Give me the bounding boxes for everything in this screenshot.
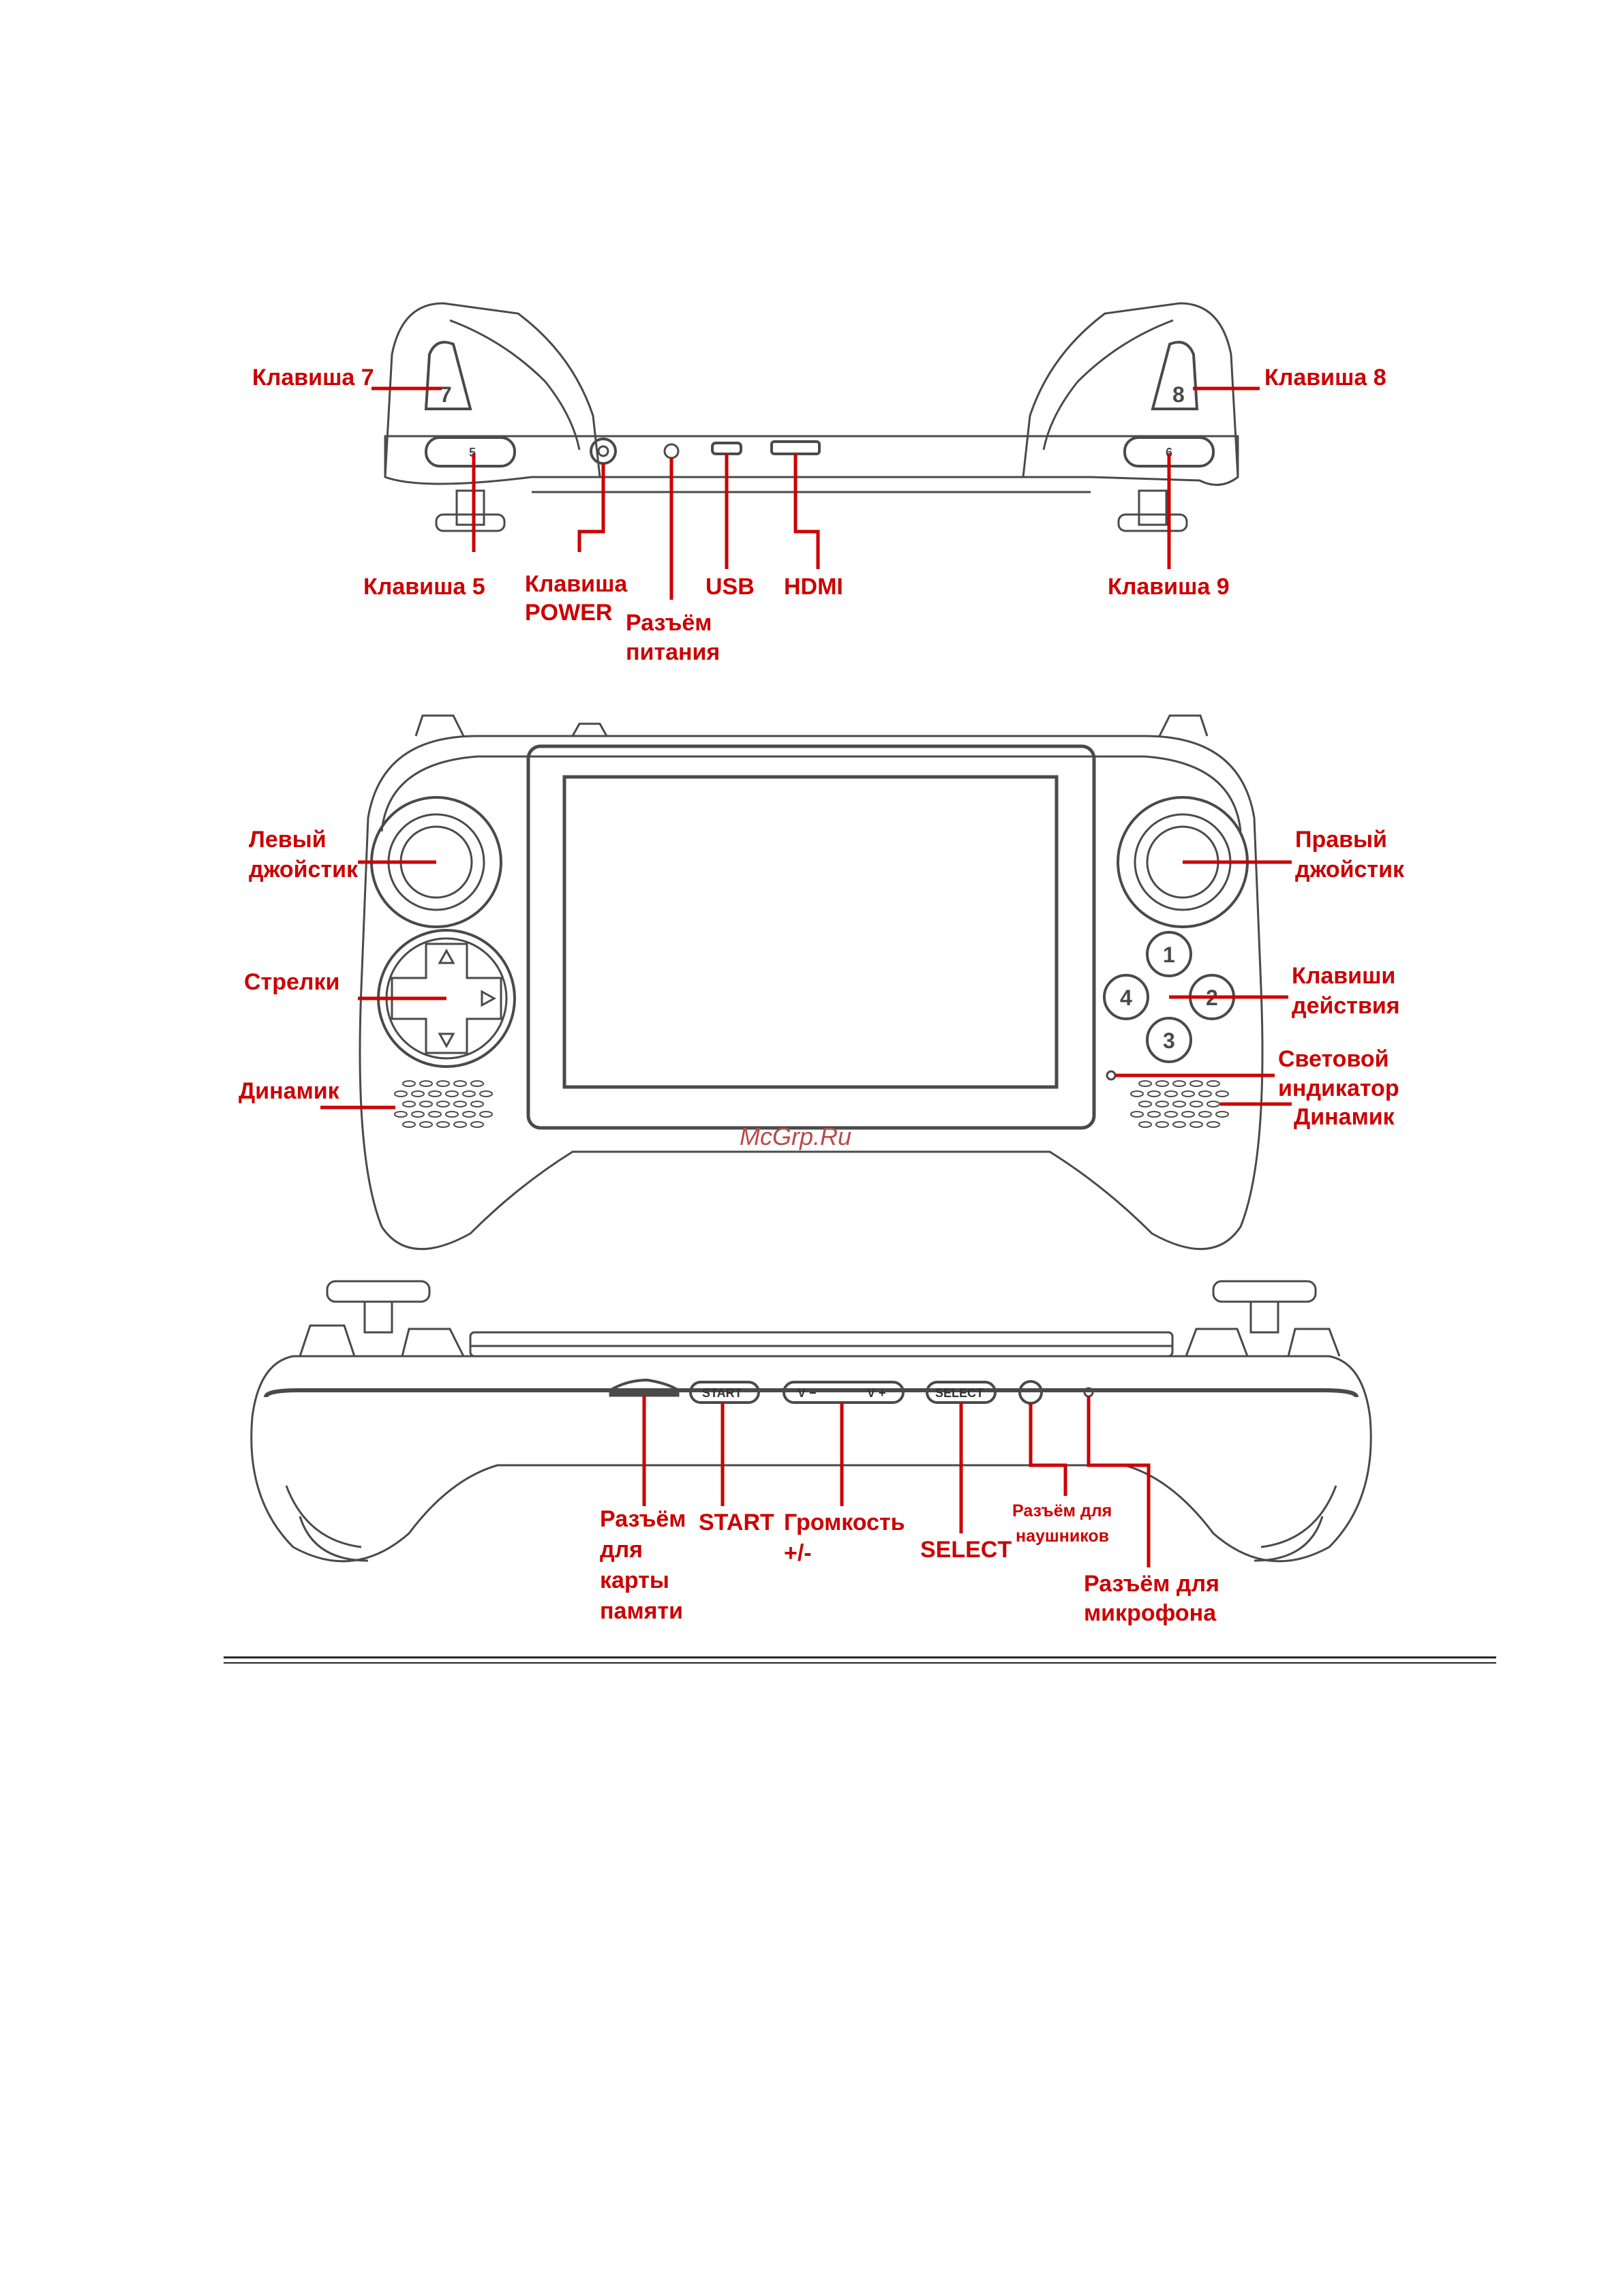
action-button-3 bbox=[1146, 1017, 1192, 1063]
trigger-8 bbox=[1151, 341, 1199, 410]
front-leaders bbox=[320, 860, 1292, 1109]
label-speaker-left: Динамик bbox=[239, 1078, 340, 1104]
speaker-grill-left bbox=[394, 1080, 493, 1128]
card-slot bbox=[609, 1378, 680, 1392]
select-button-text: SELECT bbox=[935, 1386, 984, 1400]
label-charge-2: питания bbox=[626, 639, 720, 665]
hdmi-port bbox=[770, 440, 821, 455]
charge-port bbox=[663, 443, 680, 459]
label-card-1: Разъём bbox=[600, 1506, 686, 1532]
led-indicator bbox=[1106, 1070, 1117, 1081]
bottom-top-plate bbox=[469, 1331, 1174, 1358]
label-start: START bbox=[699, 1510, 774, 1535]
label-volume-1: Громкость bbox=[784, 1510, 905, 1535]
label-card-2: для bbox=[600, 1537, 643, 1563]
usb-port bbox=[711, 442, 742, 455]
label-right-stick-1: Правый bbox=[1295, 827, 1387, 853]
label-key7: Клавиша 7 bbox=[252, 365, 374, 391]
label-headphones-2: наушников bbox=[1016, 1527, 1109, 1546]
screen-bezel bbox=[526, 744, 1096, 1130]
top-leaders bbox=[371, 386, 1260, 600]
label-right-stick-2: джойстик bbox=[1295, 857, 1405, 883]
label-charge-1: Разъём bbox=[626, 610, 712, 636]
bottom-right-stick bbox=[1185, 1280, 1341, 1357]
label-mic-1: Разъём для bbox=[1084, 1571, 1219, 1597]
bottom-left-stick bbox=[299, 1280, 465, 1357]
action-num-1: 1 bbox=[1163, 943, 1175, 967]
dpad-arrows bbox=[438, 948, 497, 1049]
label-led-1: Световой bbox=[1278, 1046, 1389, 1072]
top-body bbox=[384, 435, 1239, 486]
mark-6: 6 bbox=[1166, 446, 1172, 459]
label-select: SELECT bbox=[920, 1537, 1012, 1563]
label-arrows: Стрелки bbox=[244, 969, 339, 995]
start-button-text: START bbox=[702, 1386, 742, 1400]
label-key8: Клавиша 8 bbox=[1264, 365, 1386, 391]
label-key9: Клавиша 9 bbox=[1108, 574, 1230, 600]
trigger-7 bbox=[424, 341, 472, 410]
bottom-leaders bbox=[642, 1396, 1151, 1567]
top-view bbox=[384, 302, 1239, 532]
label-volume-2: +/- bbox=[784, 1540, 812, 1566]
label-hdmi: HDMI bbox=[784, 574, 843, 600]
label-left-stick-1: Левый bbox=[249, 827, 327, 853]
action-button-4 bbox=[1103, 974, 1149, 1020]
right-stick-side bbox=[1117, 489, 1188, 532]
vol-minus-text: V − bbox=[798, 1386, 817, 1400]
power-button bbox=[590, 438, 617, 465]
label-card-3: карты bbox=[600, 1567, 669, 1593]
label-power-1: Клавиша bbox=[525, 571, 628, 597]
vol-plus-text: V + bbox=[867, 1386, 886, 1400]
label-key5: Клавиша 5 bbox=[363, 574, 485, 600]
speaker-grill-right bbox=[1130, 1080, 1229, 1128]
label-left-stick-2: джойстик bbox=[249, 857, 359, 883]
mark-7: 7 bbox=[440, 382, 452, 407]
left-shoulder bbox=[384, 302, 601, 478]
left-stick-side bbox=[435, 489, 506, 532]
action-num-3: 3 bbox=[1163, 1028, 1175, 1053]
label-power-2: POWER bbox=[525, 600, 612, 626]
bumper-5 bbox=[425, 436, 516, 468]
left-shoulder-inner bbox=[449, 319, 581, 450]
label-headphones-1: Разъём для bbox=[1012, 1501, 1112, 1520]
action-button-1 bbox=[1146, 931, 1192, 977]
label-action-2: действия bbox=[1292, 993, 1400, 1019]
action-num-4: 4 bbox=[1120, 985, 1132, 1010]
label-usb: USB bbox=[706, 574, 755, 600]
right-shoulder bbox=[1022, 302, 1239, 478]
label-card-4: памяти bbox=[600, 1598, 683, 1624]
bottom-view bbox=[250, 1280, 1372, 1563]
start-button bbox=[689, 1381, 760, 1404]
label-mic-2: микрофона bbox=[1084, 1600, 1217, 1626]
front-body bbox=[359, 735, 1264, 1251]
front-view bbox=[359, 714, 1264, 1251]
label-speaker-right: Динамик bbox=[1294, 1104, 1395, 1130]
watermark: McGrp.Ru bbox=[740, 1122, 851, 1150]
label-led-2: индикатор bbox=[1278, 1075, 1399, 1101]
mark-8: 8 bbox=[1172, 382, 1185, 407]
screen bbox=[562, 775, 1059, 1089]
mark-5: 5 bbox=[469, 446, 476, 459]
label-action-1: Клавиши bbox=[1292, 963, 1395, 989]
right-shoulder-inner bbox=[1042, 319, 1174, 450]
separator-rule bbox=[224, 1656, 1496, 1664]
front-body-inner bbox=[380, 755, 1242, 832]
